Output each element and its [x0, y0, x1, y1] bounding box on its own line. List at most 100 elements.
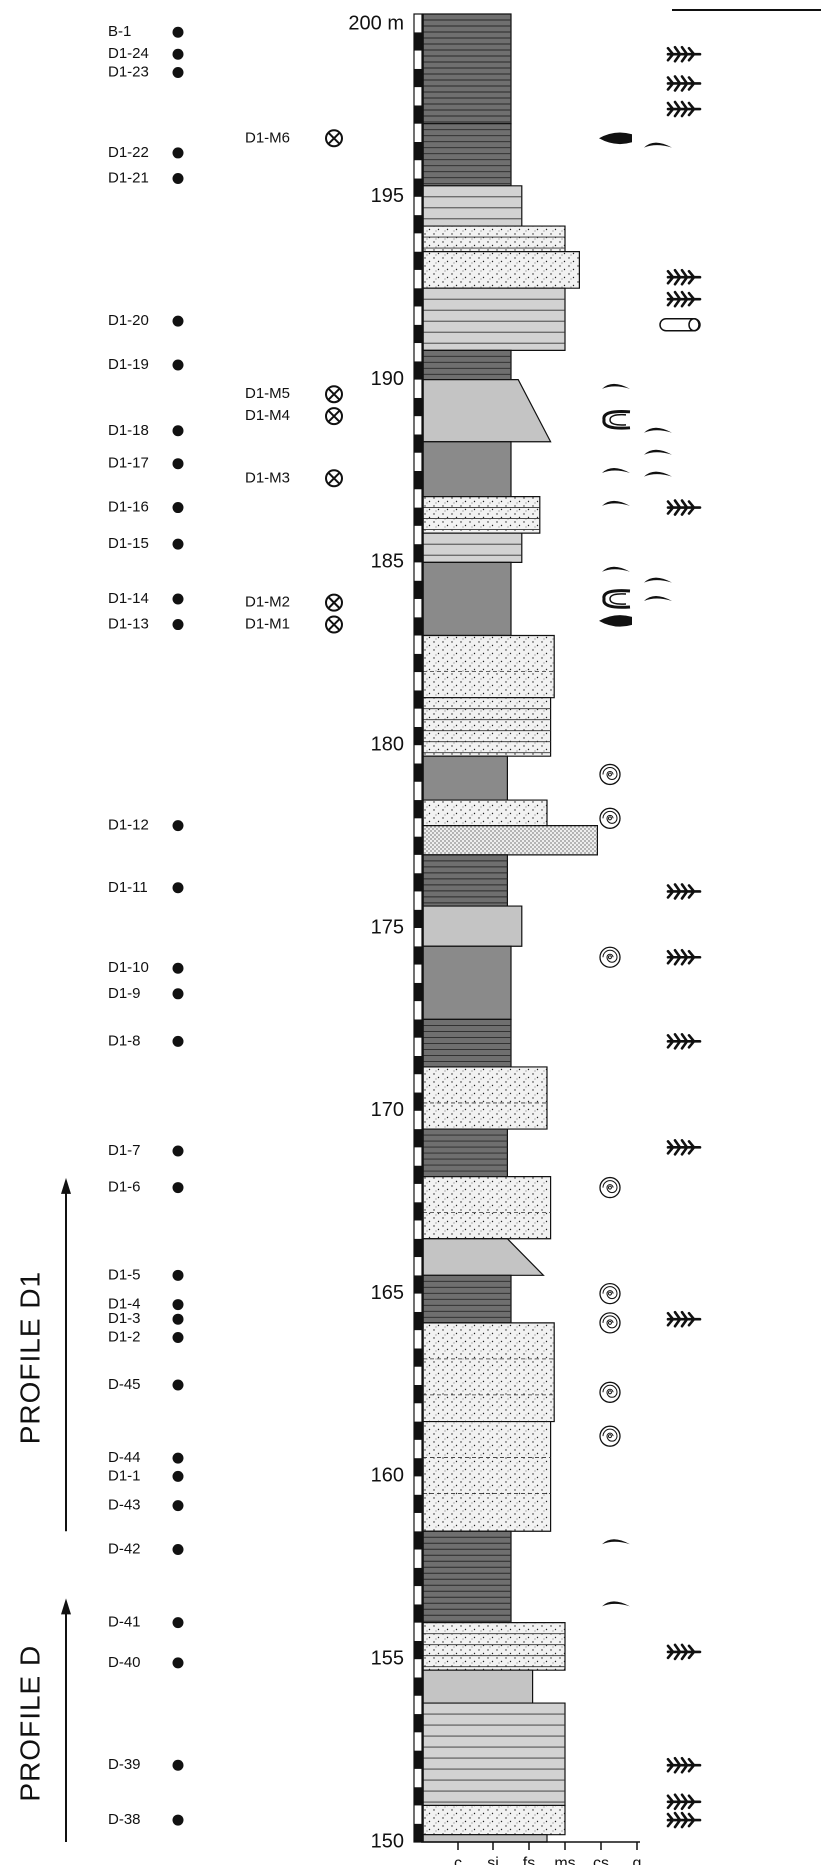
sample-label: D1-20	[108, 312, 149, 329]
bed-mud	[423, 562, 511, 635]
axis-scale-segment	[414, 1659, 422, 1677]
plant-shape	[668, 1140, 700, 1154]
plant-shape	[668, 270, 700, 284]
cone-shell-icon	[599, 133, 632, 145]
bed-mud	[423, 946, 511, 1019]
sample-dot-icon	[173, 1471, 184, 1482]
sample-label: D1-10	[108, 959, 149, 976]
axis-scale-segment	[414, 672, 422, 690]
axis-scale-segment	[414, 51, 422, 69]
bivalve-icon	[644, 143, 672, 148]
sample-dot-icon	[173, 67, 184, 78]
bivalve-icon	[602, 501, 630, 506]
sample-label: D1-5	[108, 1266, 141, 1283]
sample-label: D1-15	[108, 535, 149, 552]
bed-sand	[423, 252, 579, 289]
macro-sample-row: D1-M2	[245, 594, 342, 611]
bivalve-shape	[644, 428, 672, 433]
bivalve-shape	[644, 596, 672, 601]
axis-scale-segment	[414, 617, 422, 635]
sample-row: B-1	[108, 23, 184, 40]
axis-scale-segment	[414, 1696, 422, 1714]
plant-shape	[668, 292, 700, 306]
sample-label: D1-6	[108, 1179, 141, 1196]
macro-sample-row: D1-M5	[245, 385, 342, 402]
bed-sand-lam	[423, 497, 540, 534]
sample-row: D1-19	[108, 356, 184, 373]
cone-shape	[599, 133, 632, 145]
sample-row: D-41	[108, 1614, 184, 1631]
sample-dot-icon	[173, 988, 184, 999]
sample-label: D-44	[108, 1449, 141, 1466]
ammonite-icon	[600, 764, 620, 784]
axis-scale-segment	[414, 1184, 422, 1202]
axis-scale-segment	[414, 1111, 422, 1129]
bivalve-icon	[602, 1539, 630, 1544]
axis-scale-segment	[414, 32, 422, 50]
bivalve-shape	[602, 468, 630, 473]
sample-label: D1-17	[108, 455, 149, 472]
axis-scale-segment	[414, 69, 422, 87]
bed-silt	[423, 1239, 543, 1276]
plant-fossil-icon	[668, 884, 700, 898]
sample-label: D1-8	[108, 1032, 141, 1049]
sample-label: D-41	[108, 1614, 141, 1631]
sample-dot-icon	[173, 1760, 184, 1771]
axis-scale-segment	[414, 1440, 422, 1458]
axis-scale-segment	[414, 562, 422, 580]
sample-label: D1-18	[108, 422, 149, 439]
axis-scale-segment	[414, 1239, 422, 1257]
bivalve-shape	[602, 1539, 630, 1544]
bed-shale	[423, 855, 507, 906]
axis-scale-segment	[414, 1714, 422, 1732]
plant-fossil-icon	[668, 102, 700, 116]
sample-dot-icon	[173, 359, 184, 370]
axis-scale-segment	[414, 270, 422, 288]
sample-row: D1-11	[108, 879, 184, 896]
sample-row: D1-17	[108, 455, 184, 472]
sample-dot-icon	[173, 1617, 184, 1628]
depth-tick: 175	[371, 916, 404, 938]
axis-scale-segment	[414, 636, 422, 654]
axis-scale-segment	[414, 87, 422, 105]
sample-row: D-45	[108, 1376, 184, 1393]
sample-label: D1-7	[108, 1142, 141, 1159]
axis-scale-segment	[414, 380, 422, 398]
plant-fossil-icon	[668, 950, 700, 964]
profile-d1: PROFILE D1	[14, 1178, 71, 1531]
axis-scale-segment	[414, 599, 422, 617]
plant-shape	[668, 1034, 700, 1048]
bed-sand	[423, 1177, 551, 1239]
sample-dot-icon	[173, 1544, 184, 1555]
bed-shape	[423, 380, 551, 442]
sample-row: D-42	[108, 1540, 184, 1557]
plant-fossil-icon	[668, 1140, 700, 1154]
bed-shape	[423, 252, 579, 289]
axis-scale-segment	[414, 1604, 422, 1622]
bivalve-icon	[602, 567, 630, 572]
sample-label: D1-1	[108, 1467, 141, 1484]
bed-silt-lam	[423, 288, 565, 350]
sample-dot-icon	[173, 619, 184, 630]
depth-tick: 165	[371, 1282, 404, 1304]
axis-scale-segment	[414, 1476, 422, 1494]
sample-dot-icon	[173, 147, 184, 158]
sample-dot-icon	[173, 316, 184, 327]
sample-label: D-42	[108, 1540, 141, 1557]
bivalve-shape	[602, 501, 630, 506]
axis-scale-segment	[414, 1220, 422, 1238]
bed-shape	[423, 1835, 547, 1842]
axis-scale-segment	[414, 745, 422, 763]
axis-scale-segment	[414, 434, 422, 452]
axis-scale-segment	[414, 1348, 422, 1366]
ammonite-icon	[600, 1426, 620, 1446]
macro-sample-label: D1-M3	[245, 469, 290, 486]
sample-label: D1-14	[108, 590, 149, 607]
sample-row: D1-22	[108, 144, 184, 161]
bed-shape	[423, 124, 511, 186]
bed-shape	[423, 906, 522, 946]
profile-label: PROFILE D1	[14, 1271, 45, 1444]
fossil-column	[599, 47, 700, 1827]
sample-label: D-39	[108, 1756, 141, 1773]
axis-scale-segment	[414, 1147, 422, 1165]
